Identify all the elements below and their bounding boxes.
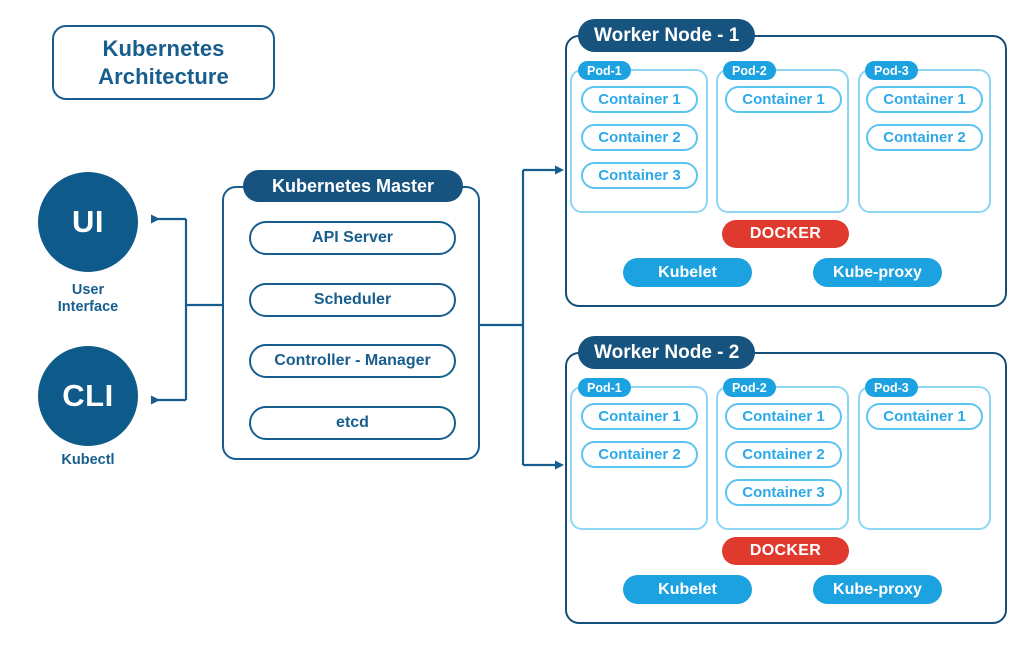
container-label: Container 2	[742, 446, 825, 463]
worker-node-1-pod-1-label: Pod-1	[578, 61, 631, 80]
pod-label-text: Pod-2	[732, 63, 767, 78]
worker-node-1-docker-badge: DOCKER	[722, 220, 849, 248]
container-label: Container 2	[598, 446, 681, 463]
container-label: Container 2	[883, 129, 966, 146]
container-label: Container 1	[742, 408, 825, 425]
ui-caption-line2: Interface	[57, 299, 119, 316]
master-component-scheduler-label: Scheduler	[313, 291, 392, 308]
cli-circle[interactable]: CLI	[38, 346, 138, 446]
worker-node-1-pod-1-container-1[interactable]: Container 1	[581, 86, 698, 113]
master-component-etcd[interactable]: etcd	[249, 406, 456, 440]
ui-caption-line1: User	[71, 282, 105, 298]
worker-node-2-pod-1-container-2[interactable]: Container 2	[581, 441, 698, 468]
container-label: Container 1	[598, 408, 681, 425]
kubelet-label: Kubelet	[658, 580, 717, 598]
page-title: Kubernetes Architecture	[52, 25, 275, 100]
master-component-controller-manager[interactable]: Controller - Manager	[249, 344, 456, 378]
worker-node-1-pod-3-container-1[interactable]: Container 1	[866, 86, 983, 113]
container-label: Container 1	[598, 91, 681, 108]
worker-node-2-pod-2-container-1[interactable]: Container 1	[725, 403, 842, 430]
pod-label-text: Pod-1	[587, 380, 622, 395]
master-component-scheduler[interactable]: Scheduler	[249, 283, 456, 317]
cli-caption-line1: Kubectl	[61, 452, 115, 468]
worker-node-2-docker-badge: DOCKER	[722, 537, 849, 565]
worker-node-1-pod-3-label: Pod-3	[865, 61, 918, 80]
worker-node-2-pod-1-container-1[interactable]: Container 1	[581, 403, 698, 430]
pod-label-text: Pod-2	[732, 380, 767, 395]
container-label: Container 3	[742, 484, 825, 501]
docker-label: DOCKER	[749, 542, 822, 559]
kube-proxy-label: Kube-proxy	[833, 263, 922, 281]
ui-circle[interactable]: UI	[38, 172, 138, 272]
worker-node-1-pod-2-label: Pod-2	[723, 61, 776, 80]
page-title-line1: Kubernetes	[102, 36, 225, 61]
master-component-api-server[interactable]: API Server	[249, 221, 456, 255]
ui-caption: User Interface	[23, 282, 153, 317]
docker-label: DOCKER	[749, 225, 822, 242]
master-component-etcd-label: etcd	[336, 414, 369, 431]
worker-node-2-kubelet[interactable]: Kubelet	[623, 575, 752, 604]
worker-node-2-pod-3-container-1[interactable]: Container 1	[866, 403, 983, 430]
pod-label-text: Pod-3	[874, 63, 909, 78]
container-label: Container 1	[883, 91, 966, 108]
worker-node-1-header: Worker Node - 1	[578, 19, 756, 52]
container-label: Container 2	[598, 129, 681, 146]
master-component-controller-manager-label: Controller - Manager	[274, 352, 431, 369]
master-component-api-server-label: API Server	[312, 229, 393, 246]
page-title-text: Kubernetes Architecture	[98, 35, 229, 90]
kubelet-label: Kubelet	[658, 263, 717, 281]
worker-node-2-pod-2-container-2[interactable]: Container 2	[725, 441, 842, 468]
worker-node-1-kube-proxy[interactable]: Kube-proxy	[813, 258, 942, 287]
kubernetes-master-header-label: Kubernetes Master	[271, 175, 435, 196]
worker-node-2-pod-2-label: Pod-2	[723, 378, 776, 397]
pod-label-text: Pod-1	[587, 63, 622, 78]
worker-node-1-pod-1-container-3[interactable]: Container 3	[581, 162, 698, 189]
worker-node-1-header-label: Worker Node - 1	[594, 24, 740, 46]
kubernetes-master-header: Kubernetes Master	[243, 170, 463, 202]
page-title-line2: Architecture	[98, 63, 229, 89]
worker-node-2-pod-3-label: Pod-3	[865, 378, 918, 397]
cli-caption: Kubectl	[23, 452, 153, 469]
worker-node-1-pod-1-container-2[interactable]: Container 2	[581, 124, 698, 151]
worker-node-1-pod-2-container-1[interactable]: Container 1	[725, 86, 842, 113]
container-label: Container 1	[742, 91, 825, 108]
kube-proxy-label: Kube-proxy	[833, 580, 922, 598]
cli-circle-label: CLI	[62, 378, 114, 413]
worker-node-1-pod-3-container-2[interactable]: Container 2	[866, 124, 983, 151]
container-label: Container 3	[598, 167, 681, 184]
ui-circle-label: UI	[72, 204, 104, 239]
worker-node-2-header-label: Worker Node - 2	[594, 341, 740, 363]
container-label: Container 1	[883, 408, 966, 425]
worker-node-2-pod-1-label: Pod-1	[578, 378, 631, 397]
worker-node-2-header: Worker Node - 2	[578, 336, 756, 369]
worker-node-2-kube-proxy[interactable]: Kube-proxy	[813, 575, 942, 604]
pod-label-text: Pod-3	[874, 380, 909, 395]
worker-node-1-kubelet[interactable]: Kubelet	[623, 258, 752, 287]
worker-node-2-pod-2-container-3[interactable]: Container 3	[725, 479, 842, 506]
